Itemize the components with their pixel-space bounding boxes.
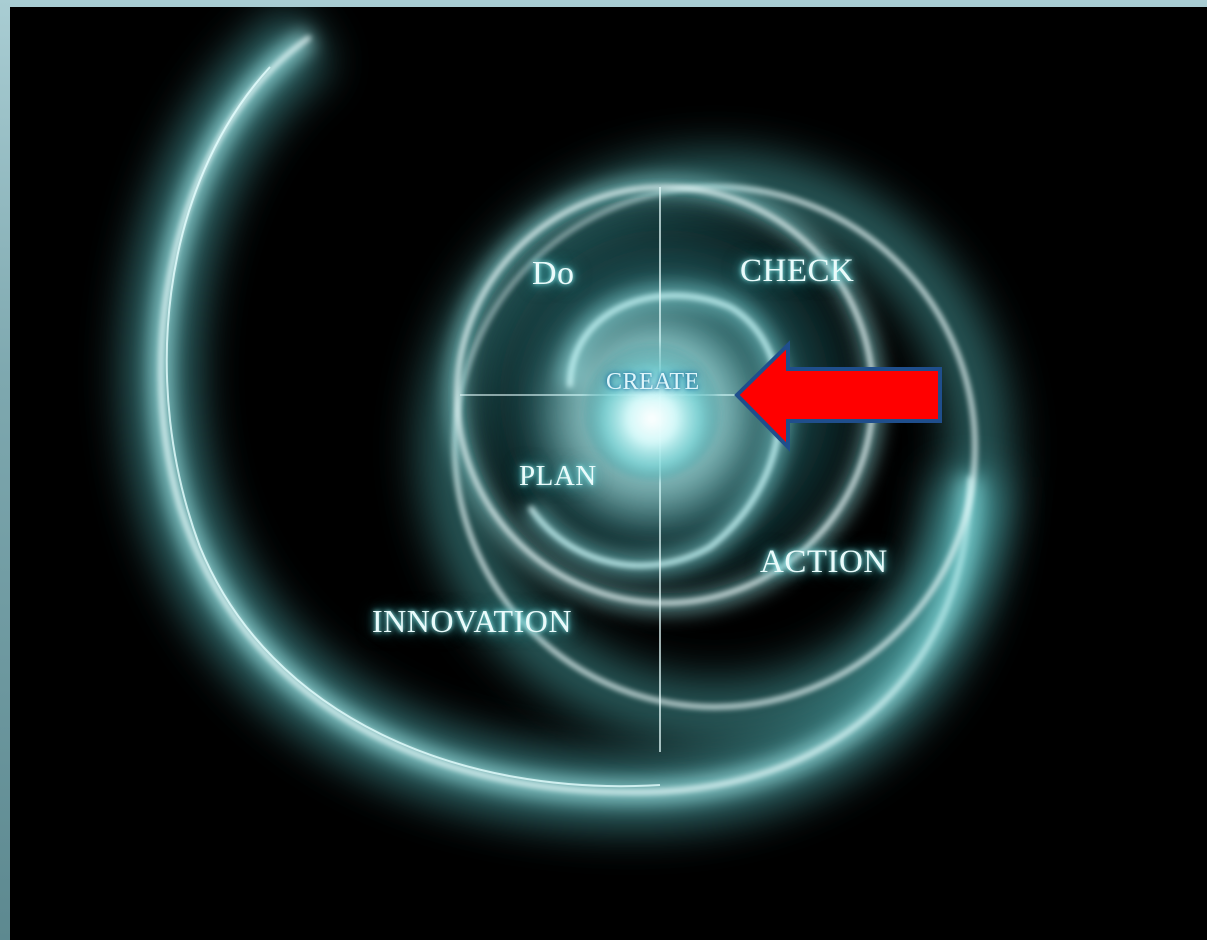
label-do: Do bbox=[532, 255, 575, 292]
label-innovation: INNOVATION bbox=[372, 603, 572, 639]
outer-spiral-line bbox=[158, 35, 972, 795]
spiral-diagram bbox=[125, 8, 1010, 828]
core bbox=[584, 344, 720, 480]
outer-spiral-line-2 bbox=[165, 66, 661, 788]
red-arrow-icon bbox=[734, 340, 942, 452]
diagram-canvas: Do CHECK CREATE PLAN ACTION INNOVATION bbox=[10, 7, 1207, 940]
label-plan: PLAN bbox=[519, 460, 597, 492]
label-action: ACTION bbox=[760, 544, 888, 580]
label-check: CHECK bbox=[740, 253, 855, 289]
label-create: CREATE bbox=[606, 369, 700, 395]
